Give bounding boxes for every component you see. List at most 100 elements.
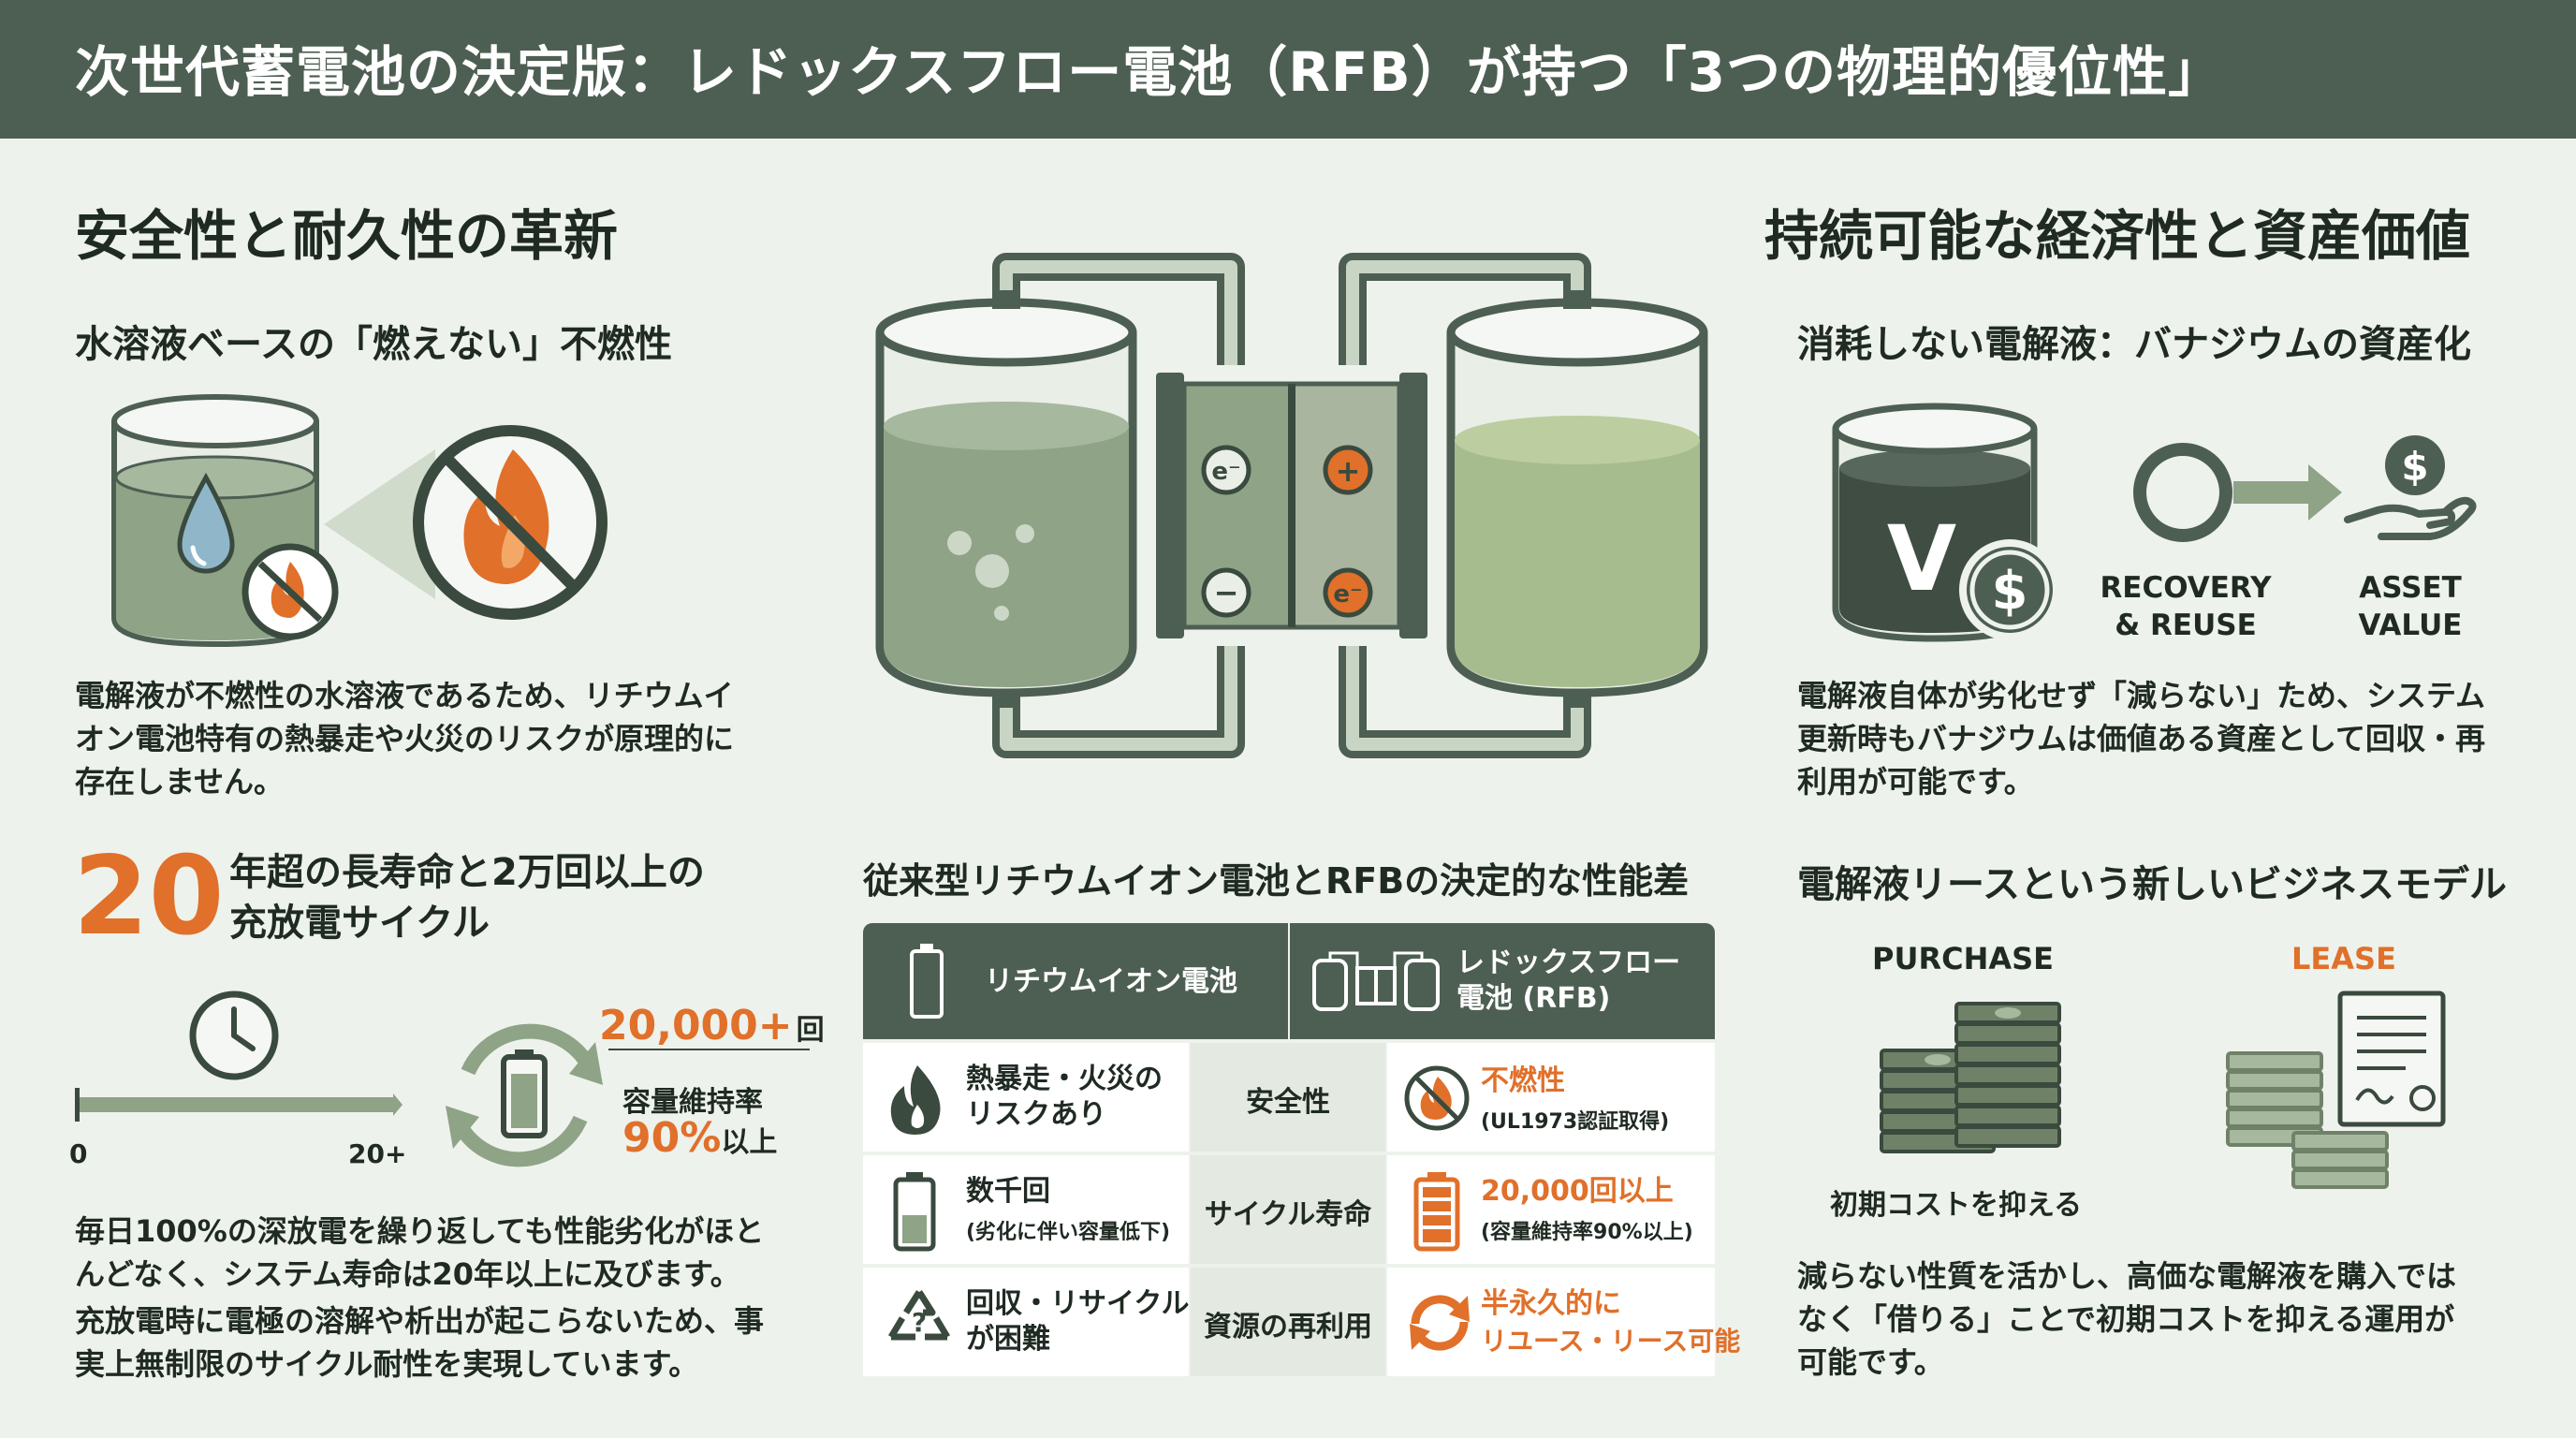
lifespan-text-1: 毎日100%の深放電を繰り返しても性能劣化がほと んどなく、システム寿命は20年… — [75, 1210, 805, 1296]
asset-text-line-1: 電解液自体が劣化せず「減らない」ため、システム — [1797, 678, 2486, 713]
recovery-label-line-1: RECOVERY — [2100, 571, 2272, 605]
no-fire-small-icon — [242, 543, 339, 640]
svg-text:$: $ — [1992, 561, 2028, 622]
row3-category: 資源の再利用 — [1204, 1311, 1372, 1343]
comparison-title: 従来型リチウムイオン電池とRFBの決定的な性能差 — [863, 860, 1690, 902]
row1-rfb-sub: (UL1973認証取得) — [1481, 1110, 1670, 1134]
money-stacks-icon — [1880, 1002, 2061, 1153]
lease-contract-illustration — [2226, 990, 2446, 1189]
table-header-rfb-line-1: レドックスフロー — [1456, 946, 1681, 979]
table-header-lithium-label: リチウムイオン電池 — [985, 965, 1237, 998]
row2-category: サイクル寿命 — [1204, 1198, 1372, 1231]
row3-rfb-sub: リユース・リース可能 — [1481, 1326, 1741, 1357]
table-header-rfb: レドックスフロー 電池 (RFB) — [1290, 923, 1715, 1039]
no-fire-large-icon — [413, 425, 607, 620]
row3-lithium-text: 回収・リサイクル が困難 — [966, 1286, 1190, 1357]
nonflammable-text-line-3: 存在しません。 — [75, 764, 285, 800]
hand-icon — [2344, 496, 2477, 540]
row3-rfb-cell: 半永久的に リユース・リース可能 — [1387, 1268, 1740, 1376]
timeline-illustration — [75, 990, 402, 1122]
cycles-divider — [608, 1049, 810, 1050]
vanadium-tank-illustration: V $ — [1832, 403, 2055, 642]
right-section-title: 持続可能な経済性と資産価値 — [1764, 204, 2471, 268]
timeline-end-label: 20+ — [348, 1138, 407, 1169]
left-section-title: 安全性と耐久性の革新 — [75, 204, 619, 268]
lease-text-line-2: なく「借りる」ことで初期コストを抑える運用が — [1797, 1301, 2455, 1337]
row3-category-cell: 資源の再利用 — [1191, 1268, 1385, 1376]
retention-value: 90% — [622, 1114, 722, 1162]
row2-rfb-cell: 20,000回以上 (容量維持率90%以上) — [1387, 1155, 1715, 1264]
row1-category: 安全性 — [1246, 1086, 1330, 1119]
row2-lithium-cell: 数千回 (劣化に伴い容量低下) — [863, 1155, 1189, 1264]
right-tank-icon — [1446, 290, 1708, 708]
lifespan-text-2-line-2: 実上無制限のサイクル耐性を実現しています。 — [75, 1346, 699, 1382]
rfb-mini-icon — [1312, 951, 1440, 1011]
table-row: ? 回収・リサイクル が困難 資源の再利用 半永久的に リユース・リース可能 — [863, 1268, 1740, 1378]
table-header-rfb-label: レドックスフロー 電池 (RFB) — [1456, 946, 1680, 1017]
table-row: 数千回 (劣化に伴い容量低下) サイクル寿命 20,000回以上 (容量維持率9… — [863, 1155, 1715, 1266]
lifespan-title-line-2: 充放電サイクル — [229, 902, 490, 945]
retention-label: 容量維持率 — [622, 1086, 763, 1119]
row3-rfb-main: 半永久的に — [1481, 1287, 1621, 1320]
recovery-arrow-illustration — [2133, 443, 2342, 542]
row2-rfb-main: 20,000回以上 — [1481, 1175, 1674, 1208]
row1-rfb-cell: 不燃性 (UL1973認証取得) — [1387, 1043, 1715, 1152]
row2-category-cell: サイクル寿命 — [1191, 1155, 1385, 1264]
cycles-stat: 20,000+回 — [599, 1002, 825, 1049]
row3-lithium-line-2: が困難 — [966, 1323, 1050, 1356]
svg-text:e⁻: e⁻ — [1211, 458, 1240, 486]
recovery-label: RECOVERY & REUSE — [2097, 569, 2275, 644]
lifespan-big-number: 20 — [73, 833, 225, 960]
asset-text-line-2: 更新時もバナジウムは価値ある資産として回収・再 — [1797, 721, 2486, 756]
low-battery-icon — [893, 1172, 936, 1252]
lease-text: 減らない性質を活かし、高価な電解液を購入では なく「借りる」ことで初期コストを抑… — [1797, 1255, 2509, 1384]
row1-lithium-line-2: リスクあり — [966, 1098, 1106, 1131]
row3-lithium-line-1: 回収・リサイクル — [966, 1287, 1190, 1320]
battery-icon — [910, 944, 944, 1019]
dollar-coin-icon: $ — [1959, 539, 2055, 640]
nonflammable-illustration — [111, 394, 607, 648]
lifespan-text-1-line-1: 毎日100%の深放電を繰り返しても性能劣化がほと — [75, 1213, 765, 1249]
nonflammable-title: 水溶液ベースの「燃えない」不燃性 — [75, 323, 672, 366]
row2-lithium-sub: (劣化に伴い容量低下) — [966, 1221, 1171, 1244]
asset-value-label: ASSET VALUE — [2321, 569, 2499, 644]
cell-stack-icon — [1156, 373, 1427, 638]
nonflammable-text-line-1: 電解液が不燃性の水溶液であるため、リチウムイ — [75, 678, 734, 713]
arrow-right-icon — [2308, 464, 2342, 521]
svg-text:−: − — [1214, 575, 1239, 610]
lease-label: LEASE — [2291, 941, 2396, 976]
row1-lithium-text: 熱暴走・火災の リスクあり — [966, 1062, 1163, 1133]
asset-value-line-2: VALUE — [2358, 609, 2463, 642]
table-header-rfb-line-2: 電池 (RFB) — [1456, 982, 1611, 1015]
retention-stat: 90%以上 — [622, 1114, 777, 1162]
lifespan-text-2-line-1: 充放電時に電極の溶解や析出が起こらないため、事 — [75, 1303, 765, 1339]
purchase-caption: 初期コストを抑える — [1830, 1189, 2083, 1222]
lease-title: 電解液リースという新しいビジネスモデル — [1797, 863, 2507, 906]
asset-text-line-3: 利用が可能です。 — [1797, 764, 2034, 800]
nonflammable-text-line-2: オン電池特有の熱暴走や火災のリスクが原理的に — [75, 721, 735, 756]
row2-lithium-main: 数千回 — [966, 1175, 1050, 1208]
fire-icon — [890, 1065, 941, 1135]
lifespan-text-2: 充放電時に電極の溶解や析出が起こらないため、事 実上無制限のサイクル耐性を実現し… — [75, 1299, 805, 1386]
no-fire-icon — [1404, 1065, 1470, 1131]
row1-lithium-cell: 熱暴走・火災の リスクあり — [863, 1043, 1189, 1152]
row3-lithium-cell: ? 回収・リサイクル が困難 — [863, 1268, 1190, 1376]
asset-hand-illustration: $ — [2344, 435, 2477, 540]
rfb-diagram: e⁻ − + e⁻ — [875, 253, 1708, 758]
purchase-label: PURCHASE — [1872, 941, 2055, 976]
asset-title: 消耗しない電解液：バナジウムの資産化 — [1797, 323, 2471, 366]
cycles-value: 20,000+ — [599, 1002, 793, 1049]
nonflammable-text: 電解液が不燃性の水溶液であるため、リチウムイ オン電池特有の熱暴走や火災のリスク… — [75, 674, 786, 803]
row1-rfb-main: 不燃性 — [1481, 1064, 1565, 1097]
timeline-start-label: 0 — [69, 1138, 88, 1169]
recycle-icon: ? — [887, 1290, 951, 1341]
plus-icon: + — [1323, 445, 1373, 495]
row1-lithium-line-1: 熱暴走・火災の — [966, 1063, 1163, 1095]
left-tank-icon — [875, 290, 1137, 708]
svg-text:$: $ — [2401, 444, 2428, 490]
asset-value-line-1: ASSET — [2359, 571, 2462, 605]
recovery-label-line-2: & REUSE — [2115, 609, 2257, 642]
asset-text: 電解液自体が劣化せず「減らない」ため、システム 更新時もバナジウムは価値ある資産… — [1797, 674, 2509, 803]
lease-text-line-1: 減らない性質を活かし、高価な電解液を購入では — [1797, 1258, 2457, 1294]
electron-left-icon: e⁻ — [1201, 445, 1251, 495]
